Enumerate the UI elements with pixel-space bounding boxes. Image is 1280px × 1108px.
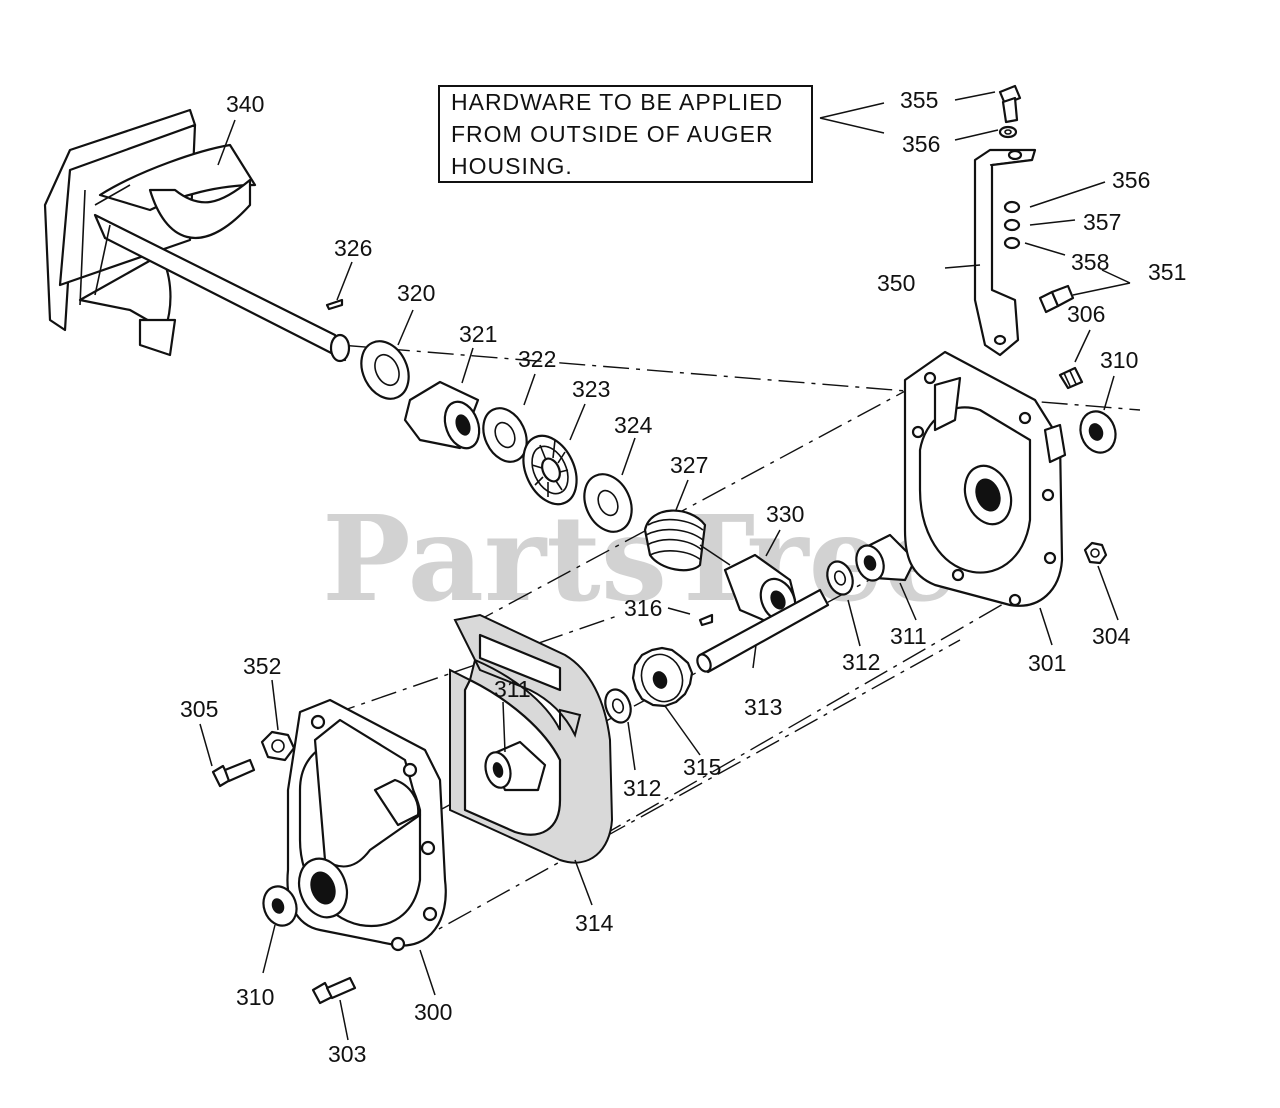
washer-357	[1003, 218, 1021, 232]
bolt-303	[311, 976, 357, 1005]
pin-326	[325, 298, 344, 311]
callout-311-right: 311	[890, 623, 927, 649]
thrust-bearing-323	[522, 434, 578, 506]
callout-320: 320	[397, 280, 435, 306]
bushing-311a	[484, 740, 547, 792]
washer-356-side	[1003, 200, 1021, 214]
callout-340: 340	[226, 91, 264, 117]
note-line-3: HOUSING.	[451, 153, 573, 179]
callout-labels: 340 326 320 321 322 323 324 327 330 316 …	[180, 87, 1186, 1067]
callout-321: 321	[459, 321, 497, 347]
washer-312a	[604, 688, 632, 724]
callout-312-left: 312	[623, 775, 661, 801]
callout-304: 304	[1092, 623, 1131, 649]
bolt-305	[211, 758, 256, 788]
washer-356-top	[998, 125, 1018, 139]
housing-301	[903, 350, 1067, 607]
callout-311-left: 311	[494, 676, 531, 702]
gear-315	[631, 646, 694, 708]
callout-303: 303	[328, 1041, 366, 1067]
worm-gear-327	[643, 509, 731, 572]
washer-320	[360, 340, 410, 400]
callout-315: 315	[683, 754, 721, 780]
auger-blade-340	[43, 108, 351, 363]
callout-316: 316	[624, 595, 662, 621]
hardware-note: HARDWARE TO BE APPLIED FROM OUTSIDE OF A…	[438, 85, 885, 183]
bracket-350	[973, 148, 1037, 357]
callout-330: 330	[766, 501, 804, 527]
nut-304	[1083, 541, 1108, 565]
callout-310-right: 310	[1100, 347, 1138, 373]
callout-310-left: 310	[236, 984, 274, 1010]
callout-357: 357	[1083, 209, 1121, 235]
callout-314: 314	[575, 910, 614, 936]
callout-305: 305	[180, 696, 218, 722]
callout-356-top: 356	[902, 131, 940, 157]
nut-352	[260, 730, 296, 762]
callout-352: 352	[243, 653, 281, 679]
callout-350: 350	[877, 270, 915, 296]
key-316	[698, 613, 714, 627]
callout-324: 324	[614, 412, 653, 438]
leader-lines	[199, 91, 1131, 1041]
callout-312-right: 312	[842, 649, 880, 675]
bolt-355	[998, 84, 1022, 124]
bearing-310-right	[1079, 410, 1117, 454]
callout-322: 322	[518, 346, 556, 372]
bushing-321	[403, 380, 481, 450]
callout-323: 323	[572, 376, 610, 402]
note-line-2: FROM OUTSIDE OF AUGER	[451, 121, 774, 147]
callout-358: 358	[1071, 249, 1109, 275]
shaft-313	[696, 588, 830, 674]
callout-313: 313	[744, 694, 782, 720]
bearing-310-left	[262, 885, 298, 927]
gasket-314	[449, 613, 614, 864]
callout-351: 351	[1148, 259, 1186, 285]
callout-356-right: 356	[1112, 167, 1150, 193]
watermark: PartsTree	[322, 489, 959, 628]
callout-300: 300	[414, 999, 452, 1025]
callout-355: 355	[900, 87, 938, 113]
washer-312b	[826, 560, 854, 596]
callout-301: 301	[1028, 650, 1066, 676]
callout-306: 306	[1067, 301, 1105, 327]
housing-300	[286, 698, 447, 952]
set-screw-306	[1058, 366, 1084, 390]
note-line-1: HARDWARE TO BE APPLIED	[451, 89, 783, 115]
callout-327: 327	[670, 452, 708, 478]
bolt-351	[1038, 284, 1075, 314]
washer-322	[482, 407, 528, 463]
washer-324	[583, 473, 633, 533]
callout-326: 326	[334, 235, 372, 261]
washer-358	[1003, 236, 1021, 250]
bushing-311b	[855, 533, 917, 582]
